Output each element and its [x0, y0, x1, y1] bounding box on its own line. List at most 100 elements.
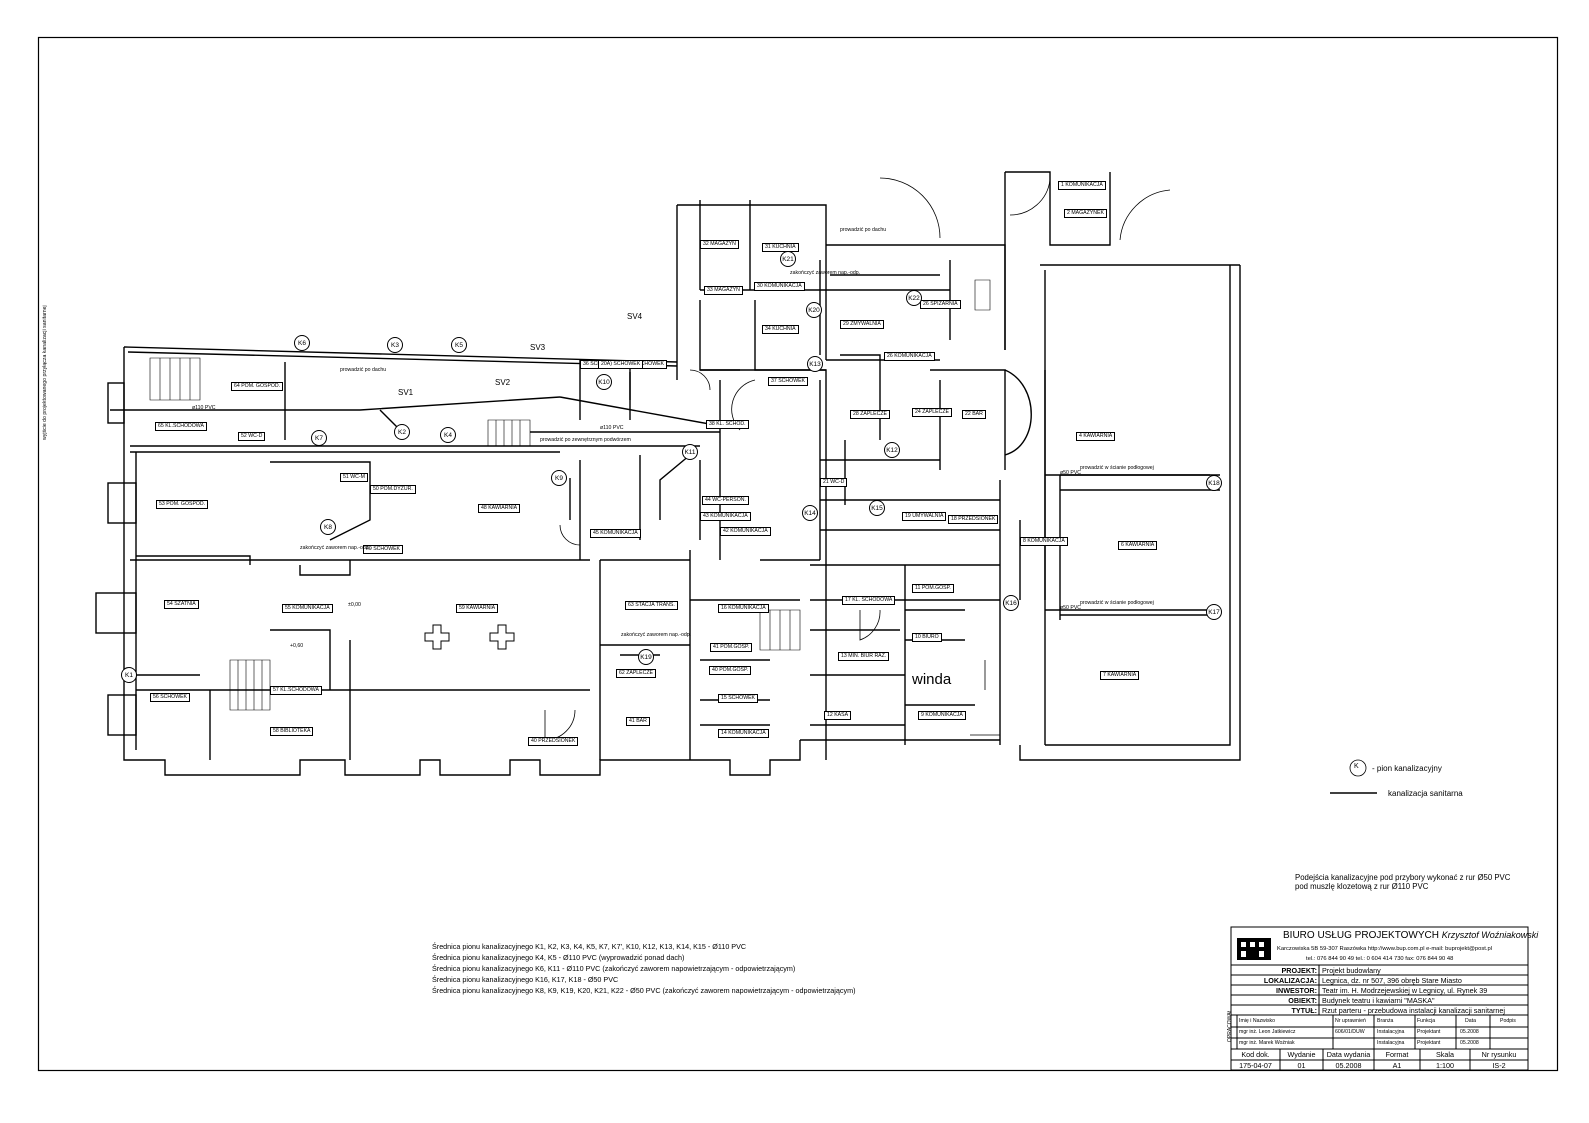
legend-riser-symbol [1349, 759, 1367, 777]
footer-value: 01 [1297, 1061, 1306, 1070]
valve-label-sv3: SV3 [530, 343, 546, 352]
room-label: 40 POM.GOSP. [709, 666, 752, 675]
room-label: 62 ZAPLECZE [616, 669, 657, 678]
room-label: 15 SCHOWEK [718, 694, 759, 703]
company-name: BIURO USŁUG PROJEKTOWYCH Krzysztof Woźni… [1283, 930, 1538, 941]
room-label: 31 KUCHNIA [762, 243, 799, 252]
team-role: Projektant [1417, 1029, 1441, 1035]
riser-marker: K4 [440, 427, 456, 443]
valve-label-sv2: SV2 [495, 378, 511, 387]
note-label: prowadzić w ścianie podłogowej [1080, 600, 1154, 606]
note-line: Średnica pionu kanalizacyjnego K8, K9, K… [432, 986, 856, 995]
riser-marker: K13 [807, 356, 823, 372]
room-label: 64 POM. GOSPOD. [231, 382, 284, 391]
room-label: 11 POM.GOSP. [912, 584, 954, 593]
legend-riser-letter: K [1354, 763, 1359, 770]
room-label: 8 KOMUNIKACJA [1020, 537, 1068, 546]
riser-marker: K5 [451, 337, 467, 353]
riser-marker: K2 [394, 424, 410, 440]
team-header: Imię i Nazwisko [1239, 1018, 1276, 1024]
footer-head: Kod dok. [1241, 1050, 1270, 1059]
riser-marker: K16 [1003, 595, 1019, 611]
note-label: zakończyć zaworem nap.-odp. [300, 545, 371, 551]
riser-diameter-notes: Średnica pionu kanalizacyjnego K1, K2, K… [432, 941, 855, 996]
footer-head: Format [1385, 1050, 1409, 1059]
elevator-label: winda [912, 671, 952, 688]
level-mark-060: +0,60 [290, 643, 304, 649]
room-label: 2 MAGAZYNEK [1064, 209, 1107, 218]
room-label: 6 KAWIARNIA [1118, 541, 1158, 550]
tb-label: PROJEKT: [1281, 966, 1317, 975]
riser-marker: K7 [311, 430, 327, 446]
riser-marker: K9 [551, 470, 567, 486]
room-label: 26 KOMUNIKACJA [884, 352, 935, 361]
room-label: 53 POM. GOSPOD. [156, 500, 209, 509]
note-line: Średnica pionu kanalizacyjnego K1, K2, K… [432, 942, 747, 951]
team-name: mgr inż. Leon Jatkiewicz [1239, 1029, 1296, 1035]
crosses [424, 624, 515, 650]
riser-marker: K19 [638, 649, 654, 665]
footer-head: Skala [1436, 1050, 1454, 1059]
tb-side-label: OPRACOWAŁ [1227, 1009, 1233, 1042]
pipe-label: ø50 PVC [1060, 605, 1082, 611]
team-header: Funkcja [1417, 1018, 1436, 1024]
room-label: 22 BAR [962, 410, 986, 419]
team-name: mgr inż. Marek Woźniak [1239, 1040, 1295, 1046]
room-label: 41 POM.GOSP. [710, 643, 753, 652]
room-label: 48 KAWIARNIA [478, 504, 521, 513]
room-label: 28 ZAPLECZE [850, 410, 891, 419]
footer-head: Data wydania [1326, 1050, 1371, 1059]
riser-marker: K17 [1206, 604, 1222, 620]
team-header: Branża [1377, 1018, 1394, 1024]
room-label: 9 KOMUNIKACJA [918, 711, 966, 720]
tb-label: OBIEKT: [1288, 996, 1317, 1005]
room-label: 20A) SCHOWEK [598, 360, 644, 369]
legend-line-text: kanalizacja sanitarna [1388, 789, 1463, 798]
room-label: 34 KUCHNIA [762, 325, 799, 334]
team-branch: Instalacyjna [1377, 1029, 1405, 1035]
riser-marker: K22 [906, 290, 922, 306]
riser-marker: K10 [596, 374, 612, 390]
footer-value: 175-04-07 [1239, 1061, 1272, 1070]
room-label: 14 KOMUNIKACJA [718, 729, 769, 738]
room-label: 50 POM.DYŻUR. [370, 485, 416, 494]
room-label: 54 SZATNIA [164, 600, 199, 609]
room-label: 65 KL.SCHODOWA [155, 422, 207, 431]
room-label: 58 BIBLIOTEKA [270, 727, 314, 736]
room-label: 17 KL. SCHODOWA [842, 596, 896, 605]
note-label: prowadzić w ścianie podłogowej [1080, 465, 1154, 471]
room-label: 38 KL. SCHOD. [706, 420, 749, 429]
team-branch: Instalacyjna [1377, 1040, 1405, 1046]
drawing-frame [37, 36, 1559, 1072]
room-label: 21 WC-D [820, 478, 848, 487]
room-label: 1 KOMUNIKACJA [1058, 181, 1106, 190]
room-label: 18 PRZEDSIONEK [948, 515, 999, 524]
note-label: wyjście do projektowanego przyłącza kana… [42, 305, 48, 440]
pipe-label: ø50 PVC [1060, 470, 1082, 476]
valve-label-sv4: SV4 [627, 312, 643, 321]
room-label: 59 KAWIARNIA [456, 604, 499, 613]
stairs [149, 279, 991, 711]
room-label: 29 ZMYWALNIA [840, 320, 884, 329]
tb-value: Legnica, dz. nr 507, 396 obręb Stare Mia… [1322, 976, 1462, 985]
installation-hint: Podejścia kanalizacyjne pod przybory wyk… [1295, 873, 1510, 891]
note-line: Średnica pionu kanalizacyjnego K4, K5 - … [432, 953, 685, 962]
note-label: prowadzić po dachu [840, 227, 887, 233]
room-label: 7 KAWIARNIA [1100, 671, 1140, 680]
room-label: 43 KOMUNIKACJA [700, 512, 751, 521]
company-logo [1237, 938, 1271, 960]
room-label: 30 KOMUNIKACJA [754, 282, 805, 291]
room-label: 57 KL.SCHODOWA [270, 686, 322, 695]
company-phones: tel.: 076 844 90 49 tel.: 0 604 414 730 … [1306, 956, 1454, 962]
room-label: 24 ZAPLECZE [912, 408, 953, 417]
title-block [1230, 926, 1529, 1071]
tb-label: INWESTOR: [1276, 986, 1317, 995]
room-label: 42 KOMUNIKACJA [720, 527, 771, 536]
room-label: 32 MAGAZYN [700, 240, 739, 249]
level-mark-000: ±0,00 [348, 602, 361, 608]
room-label: 10 BIURO [912, 633, 942, 642]
team-role: Projektant [1417, 1040, 1441, 1046]
room-label: 13 MIN. BIUR RAZ. [838, 652, 890, 661]
room-label: 19 UMYWALNIA [902, 512, 947, 521]
